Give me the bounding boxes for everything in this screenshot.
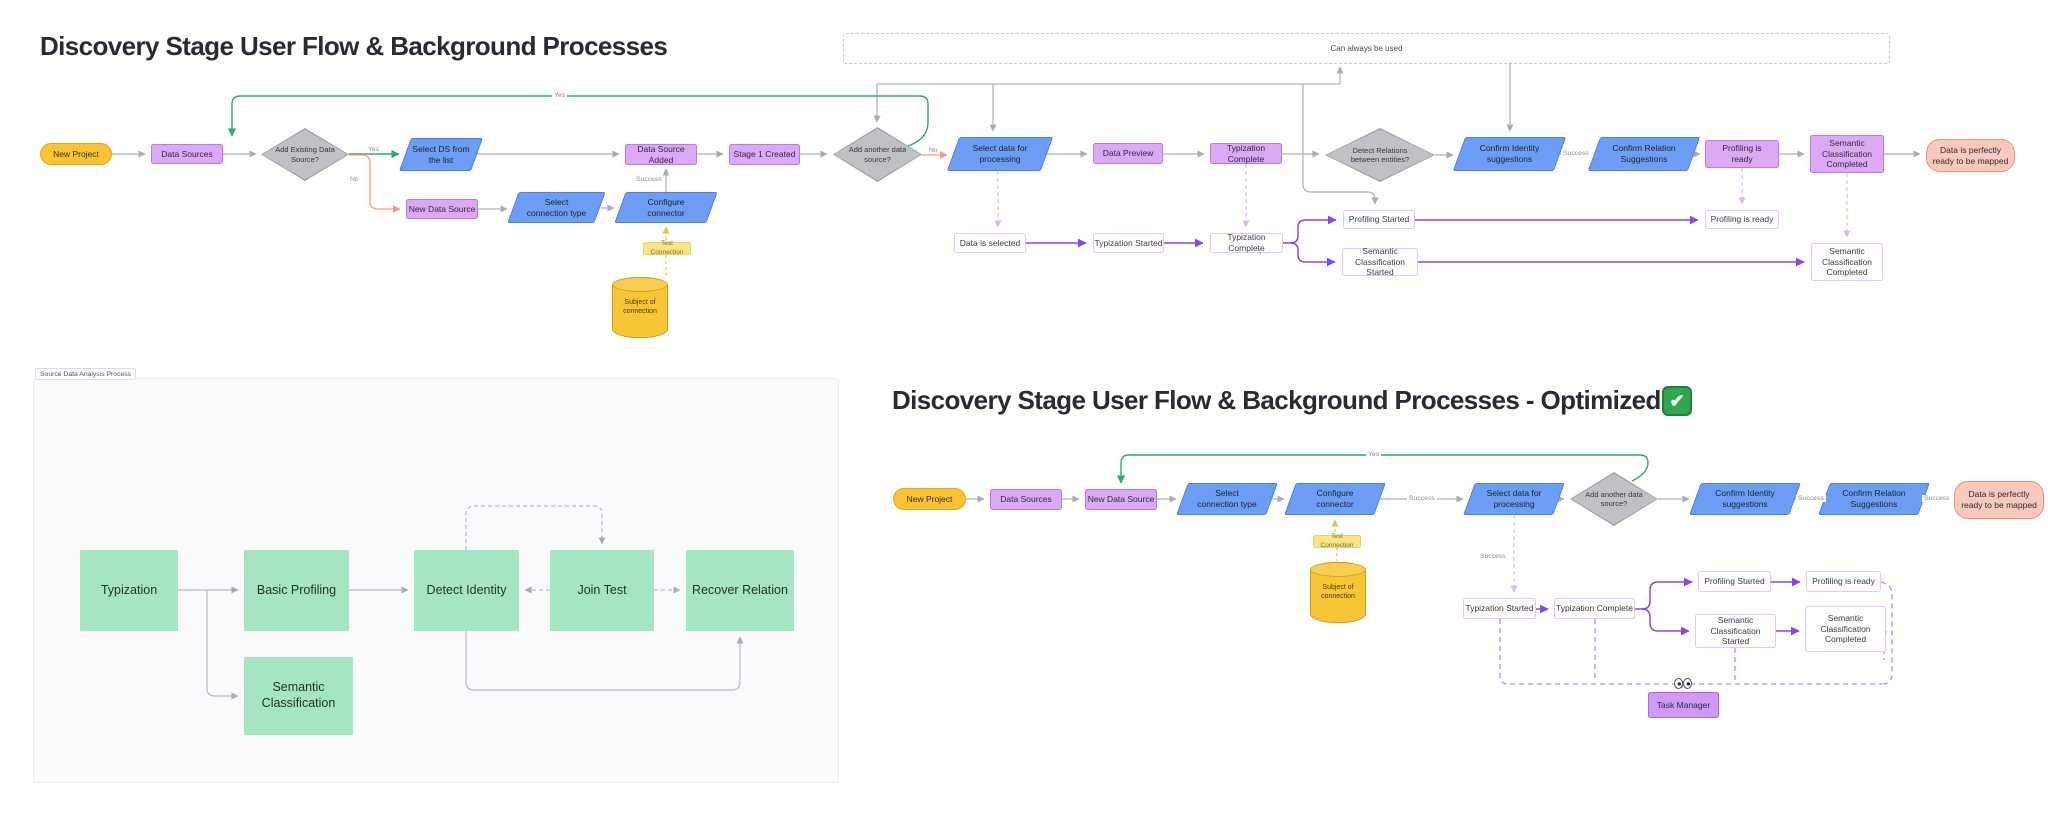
node-typization-complete[interactable]: Typization Complete <box>1210 143 1282 164</box>
node-typization[interactable]: Typization <box>80 550 178 631</box>
test-connection-tag-2[interactable]: Test Connection <box>1313 533 1361 549</box>
check-mark-icon: ✔ <box>1662 386 1692 416</box>
event-semantic-classification-completed-2[interactable]: Semantic Classification Completed <box>1805 606 1886 652</box>
event-semantic-classification-completed[interactable]: Semantic Classification Completed <box>1811 243 1883 281</box>
node-data-ready-to-be-mapped-2[interactable]: Data is perfectly ready to be mapped <box>1954 481 2044 519</box>
node-select-ds-from-list[interactable]: Select DS from the list <box>398 138 484 171</box>
node-task-manager[interactable]: Task Manager <box>1648 692 1719 718</box>
label-no: No <box>927 147 940 155</box>
label-success: Success <box>1478 553 1508 561</box>
node-basic-profiling[interactable]: Basic Profiling <box>244 550 349 631</box>
label-success: Success <box>1922 495 1952 503</box>
event-profiling-is-ready-2[interactable]: Profiling is ready <box>1806 571 1881 592</box>
node-recover-relation[interactable]: Recover Relation <box>686 550 794 631</box>
node-confirm-identity-2[interactable]: Confirm Identity suggestions <box>1689 483 1801 515</box>
event-typization-complete-2[interactable]: Typization Complete <box>1554 598 1635 619</box>
event-semantic-classification-started-2[interactable]: Semantic Classification Started <box>1695 614 1776 648</box>
event-semantic-classification-started[interactable]: Semantic Classification Started <box>1342 246 1418 277</box>
node-stage-1-created[interactable]: Stage 1 Created <box>729 144 800 165</box>
node-join-test[interactable]: Join Test <box>550 550 654 631</box>
label-no: No <box>348 176 361 184</box>
node-new-project-2[interactable]: New Project <box>893 488 966 510</box>
label-yes: Yes <box>1366 451 1382 459</box>
node-select-data-for-processing[interactable]: Select data for processing <box>946 137 1054 171</box>
optimized-title: Discovery Stage User Flow & Background P… <box>892 385 1661 415</box>
label-success: Success <box>1561 150 1591 158</box>
subject-of-connection-db[interactable]: Subject of connection <box>612 277 668 338</box>
can-always-be-used-label: Can always be used <box>1330 44 1403 53</box>
eyes-icon <box>1674 678 1692 689</box>
node-new-data-source[interactable]: New Data Source <box>406 199 478 219</box>
node-add-existing-data-source[interactable]: Add Existing Data Source? <box>261 128 349 181</box>
subject-of-connection-db-2[interactable]: Subject of connection <box>1310 562 1366 623</box>
node-confirm-relation-2[interactable]: Confirm Relation Suggestions <box>1818 483 1930 515</box>
node-add-another-data-source-2[interactable]: Add another data source? <box>1570 472 1658 526</box>
node-profiling-is-ready[interactable]: Profiling is ready <box>1705 140 1779 168</box>
event-profiling-is-ready[interactable]: Profiling is ready <box>1705 210 1779 229</box>
event-typization-started[interactable]: Typization Started <box>1093 233 1164 253</box>
label-yes: Yes <box>366 146 382 154</box>
node-select-connection-type-2[interactable]: Select connection type <box>1176 483 1278 515</box>
node-data-sources[interactable]: Data Sources <box>151 144 223 164</box>
node-semantic-classification[interactable]: Semantic Classification <box>244 657 353 735</box>
node-data-ready-to-be-mapped[interactable]: Data is perfectly ready to be mapped <box>1926 139 2015 172</box>
node-detect-identity[interactable]: Detect Identity <box>414 550 519 631</box>
label-success: Success <box>634 176 664 184</box>
event-data-is-selected[interactable]: Data is selected <box>954 233 1026 253</box>
node-data-source-added[interactable]: Data Source Added <box>625 144 697 165</box>
node-data-preview[interactable]: Data Preview <box>1093 143 1163 164</box>
node-add-another-data-source[interactable]: Add another data source? <box>833 127 922 182</box>
node-select-connection-type[interactable]: Select connection type <box>507 192 606 223</box>
analysis-frame-label[interactable]: Source Data Analysis Process <box>35 368 137 380</box>
label-yes: Yes <box>552 92 568 100</box>
node-configure-connector-2[interactable]: Configure connector <box>1284 483 1386 515</box>
node-data-sources-2[interactable]: Data Sources <box>990 489 1062 510</box>
event-profiling-started-2[interactable]: Profiling Started <box>1698 571 1771 592</box>
node-confirm-identity[interactable]: Confirm Identity suggestions <box>1452 137 1567 171</box>
label-success: Success <box>1796 495 1826 503</box>
label-success: Success <box>1407 495 1437 503</box>
test-connection-tag[interactable]: Test Connection <box>643 240 691 256</box>
page-title: Discovery Stage User Flow & Background P… <box>40 31 668 61</box>
event-typization-complete[interactable]: Typization Complete <box>1210 232 1283 253</box>
node-semantic-classification-completed[interactable]: Semantic Classification Completed <box>1810 135 1884 173</box>
event-typization-started-2[interactable]: Typization Started <box>1463 598 1536 619</box>
node-configure-connector[interactable]: Configure connector <box>614 192 718 223</box>
node-detect-relations[interactable]: Detect Relations between entities? <box>1325 128 1435 182</box>
node-confirm-relation[interactable]: Confirm Relation Suggestions <box>1587 137 1701 171</box>
node-select-data-for-processing-2[interactable]: Select data for processing <box>1463 483 1565 515</box>
event-profiling-started[interactable]: Profiling Started <box>1343 210 1415 229</box>
node-new-data-source-2[interactable]: New Data Source <box>1085 489 1157 510</box>
node-new-project[interactable]: New Project <box>40 143 112 165</box>
can-always-be-used-frame[interactable]: Can always be used <box>843 33 1890 64</box>
